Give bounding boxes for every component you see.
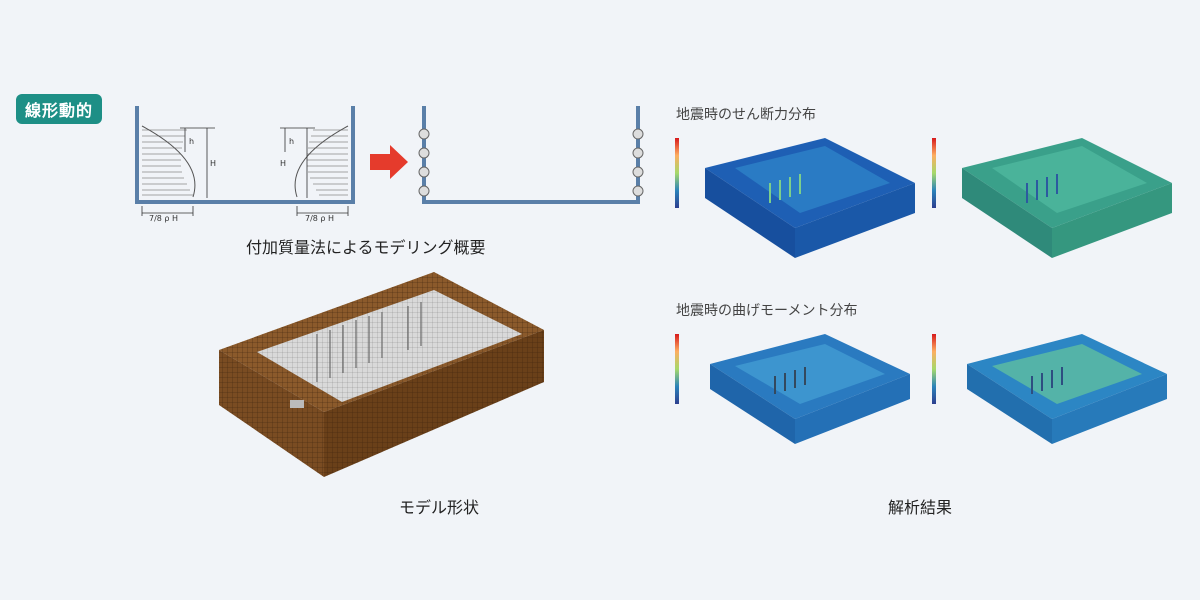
H-label-right: H [280,159,286,168]
added-mass-tank-diagram: h H h H 7/8 ρ H 7/8 ρ H [135,106,355,223]
linear-dynamic-badge: 線形動的 [16,94,102,124]
model-shape-caption: モデル形状 [399,498,480,517]
fem-model-image [219,272,544,477]
moment-result-image-2 [932,334,1167,444]
h-label-left: h [189,137,194,146]
H-label-left: H [210,159,216,168]
moment-distribution-title: 地震時の曲げモーメント分布 [676,303,858,319]
mass-label-right: 7/8 ρ H [305,214,334,223]
mass-label-left: 7/8 ρ H [149,214,178,223]
h-label-right: h [289,137,294,146]
added-mass-model-diagram [418,106,644,204]
moment-result-image-1 [675,334,910,444]
results-caption: 解析結果 [888,498,953,517]
shear-distribution-title: 地震時のせん断力分布 [676,107,816,123]
shear-result-image-2 [932,138,1172,258]
shear-result-image-1 [675,138,915,258]
modeling-caption: 付加質量法によるモデリング概要 [246,238,486,257]
arrow-right-icon [370,145,408,179]
